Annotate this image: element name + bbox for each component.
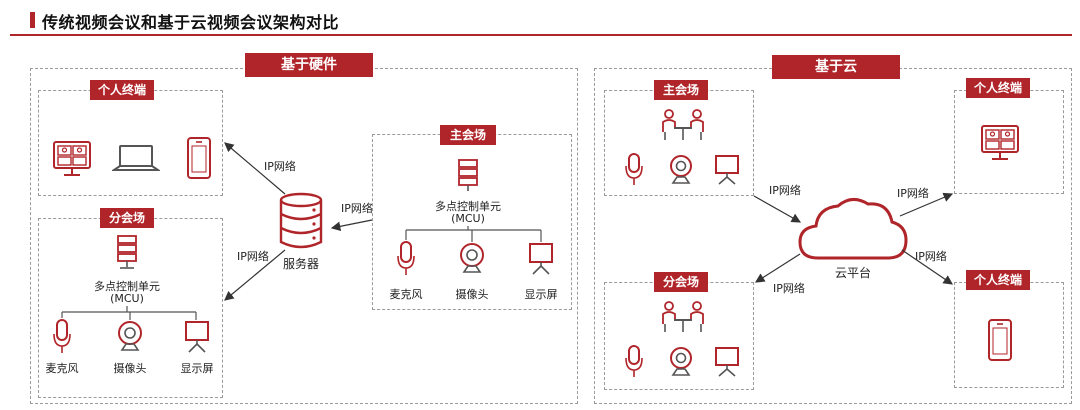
arrow-server-to-personal-terminal bbox=[224, 142, 286, 195]
cloud-branch-meeting-icon bbox=[662, 301, 704, 332]
arrow-cloud-to-personal-terminal-bottom bbox=[901, 249, 953, 285]
hw-branch-camera-label: 摄像头 bbox=[113, 362, 147, 375]
hw-main-camera-icon bbox=[460, 243, 484, 273]
hw-branch-microphone-icon bbox=[53, 319, 71, 353]
laptop-icon bbox=[112, 145, 160, 171]
arrow-server-to-branch-venue bbox=[224, 249, 286, 301]
hw-main-mcu-label: 多点控制单元 bbox=[435, 200, 501, 213]
cloud-ip-network-label-top-right: IP网络 bbox=[897, 187, 929, 200]
cloud-ip-network-label-bottom-left: IP网络 bbox=[773, 282, 805, 295]
hw-branch-display-label: 显示屏 bbox=[180, 362, 214, 375]
hw-main-display-label: 显示屏 bbox=[524, 288, 558, 301]
cloud-ip-network-label-top-left: IP网络 bbox=[769, 184, 801, 197]
arrow-main-venue-to-server bbox=[330, 219, 373, 232]
hw-main-display-icon bbox=[529, 243, 553, 275]
cloud-main-venue-tag: 主会场 bbox=[654, 80, 708, 100]
cloud-branch-venue-tag: 分会场 bbox=[654, 272, 708, 292]
arrow-cloud-to-branch-venue bbox=[754, 253, 801, 283]
cloud-main-camera-icon bbox=[670, 155, 692, 184]
cloud-personal-terminal-tag-top: 个人终端 bbox=[966, 78, 1030, 98]
arrow-main-venue-to-cloud bbox=[753, 195, 802, 223]
hw-branch-venue-tag: 分会场 bbox=[100, 208, 154, 228]
title-divider bbox=[10, 34, 1072, 36]
cloud-main-meeting-icon bbox=[662, 109, 704, 140]
cloud-video-call-monitor-icon bbox=[981, 125, 1019, 160]
cloud-main-display-icon bbox=[715, 155, 739, 185]
hardware-header-tag: 基于硬件 bbox=[245, 53, 373, 77]
page-title: 传统视频会议和基于云视频会议架构对比 bbox=[42, 13, 340, 32]
cloud-tablet-icon bbox=[988, 319, 1012, 361]
server-label: 服务器 bbox=[282, 257, 319, 271]
hw-branch-mcu-label: 多点控制单元 bbox=[94, 280, 160, 293]
cloud-branch-camera-icon bbox=[670, 347, 692, 376]
hw-main-mcu-abbrev: (MCU) bbox=[451, 212, 485, 225]
title-accent-bar bbox=[30, 12, 35, 28]
hw-ip-network-label-top: IP网络 bbox=[264, 160, 296, 173]
tablet-icon bbox=[187, 137, 211, 179]
cloud-ip-network-label-bottom-right: IP网络 bbox=[915, 250, 947, 263]
hw-ip-network-label-right: IP网络 bbox=[341, 202, 373, 215]
cloud-platform-label: 云平台 bbox=[834, 266, 871, 280]
cloud-branch-microphone-icon bbox=[625, 345, 643, 377]
hw-main-camera-label: 摄像头 bbox=[455, 288, 489, 301]
hw-branch-mcu-icon bbox=[117, 235, 137, 269]
hw-main-microphone-icon bbox=[397, 241, 415, 275]
cloud-branch-display-icon bbox=[715, 347, 739, 377]
cloud-platform-icon bbox=[798, 198, 908, 260]
cloud-header-tag: 基于云 bbox=[772, 55, 900, 79]
cloud-personal-terminal-tag-bottom: 个人终端 bbox=[966, 270, 1030, 290]
hw-branch-microphone-label: 麦克风 bbox=[45, 362, 79, 375]
arrow-cloud-to-personal-terminal-top bbox=[899, 192, 954, 217]
video-call-monitor-icon bbox=[53, 141, 91, 176]
hw-main-microphone-label: 麦克风 bbox=[389, 288, 423, 301]
hw-personal-terminal-tag: 个人终端 bbox=[90, 80, 154, 100]
hw-ip-network-label-bottom: IP网络 bbox=[237, 250, 269, 263]
hw-branch-mcu-abbrev: (MCU) bbox=[110, 292, 144, 305]
hw-branch-display-icon bbox=[185, 321, 209, 353]
server-database-icon bbox=[279, 192, 323, 249]
hw-main-mcu-icon bbox=[458, 159, 478, 191]
hw-main-venue-tag: 主会场 bbox=[440, 125, 496, 145]
hw-branch-camera-icon bbox=[118, 321, 142, 351]
cloud-main-microphone-icon bbox=[625, 153, 643, 185]
